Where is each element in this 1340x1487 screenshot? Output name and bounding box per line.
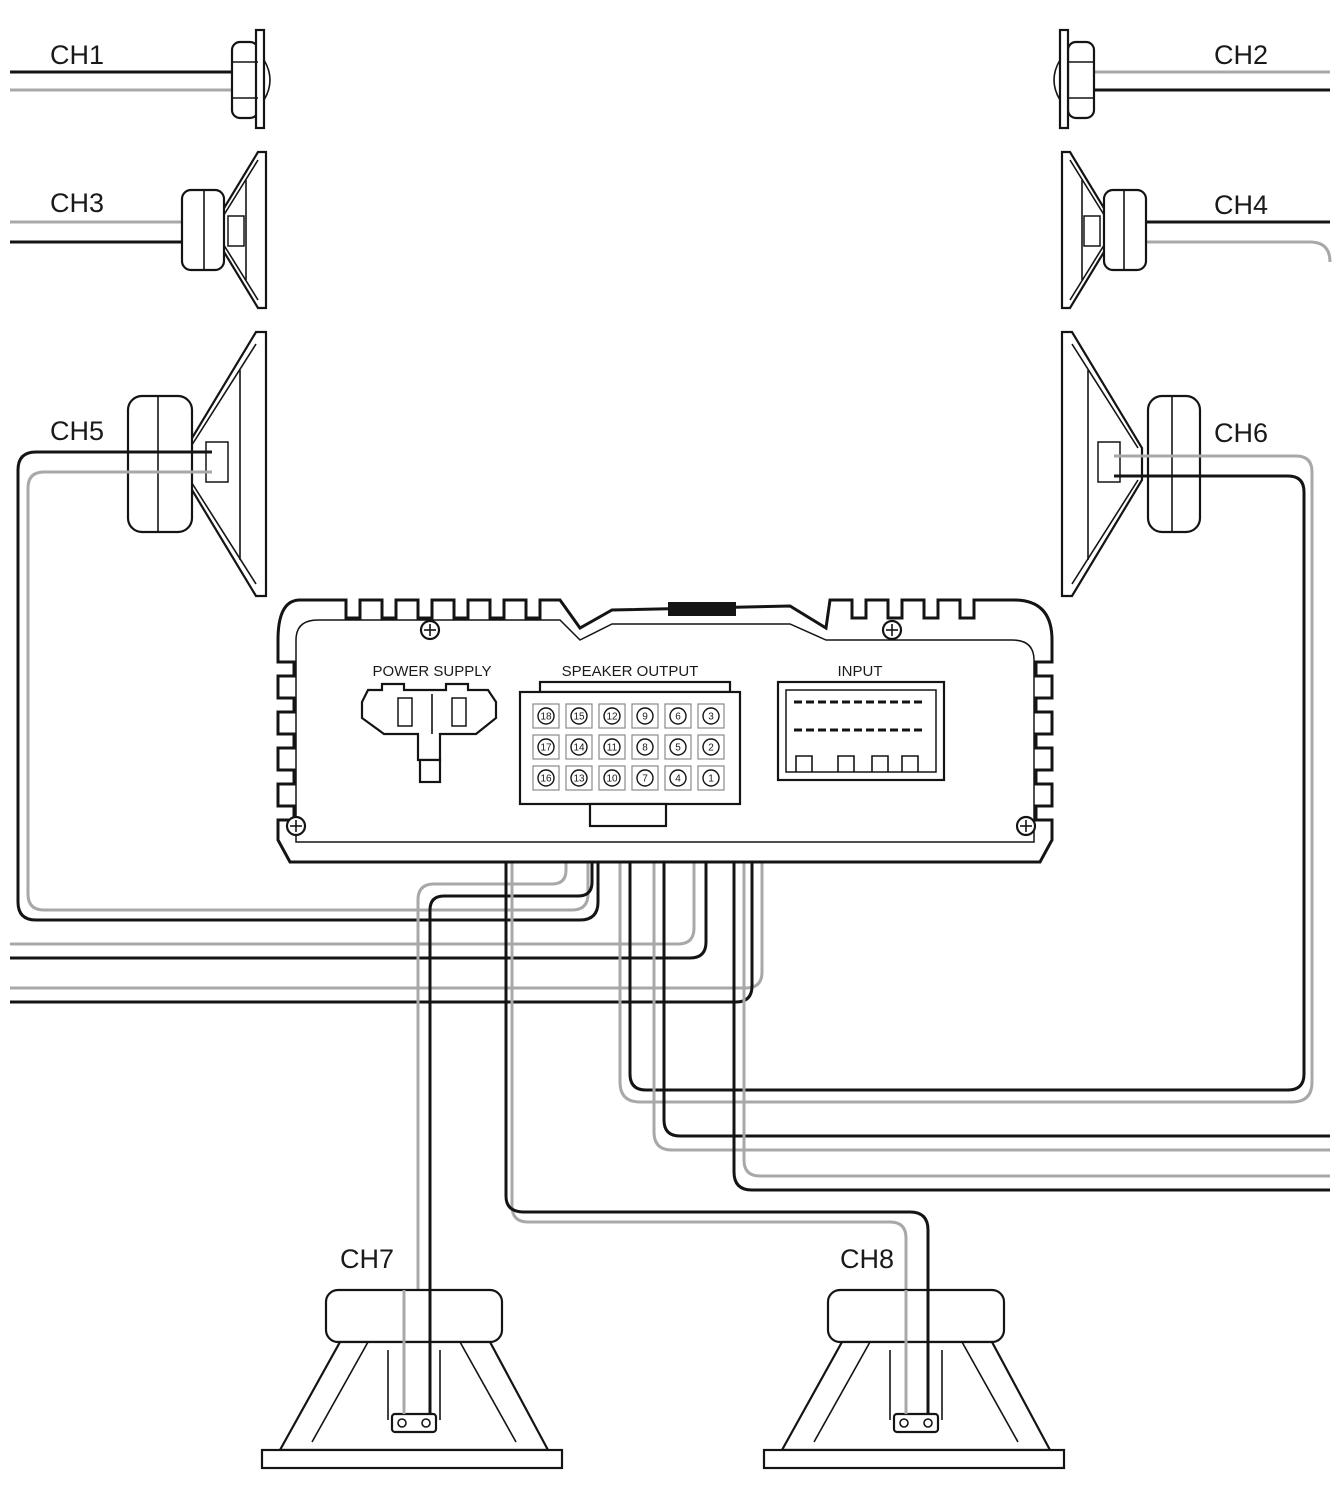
ch1-tweeter bbox=[10, 28, 271, 130]
terminal-pin bbox=[570, 738, 588, 756]
terminal-number: 16 bbox=[540, 774, 552, 785]
ch6-label: CH6 bbox=[1214, 418, 1268, 448]
terminal-pin bbox=[537, 769, 555, 787]
terminal-pin bbox=[636, 707, 654, 725]
terminal-number: 18 bbox=[540, 712, 552, 723]
terminal-number: 11 bbox=[607, 743, 618, 754]
ch3-label: CH3 bbox=[50, 188, 104, 218]
terminal-number: 14 bbox=[573, 743, 585, 754]
terminal-pin bbox=[669, 738, 687, 756]
terminal-pin bbox=[669, 707, 687, 725]
ch4-label: CH4 bbox=[1214, 190, 1268, 220]
subwoofer-leads bbox=[402, 1290, 930, 1414]
terminal-pin bbox=[570, 707, 588, 725]
terminal-number: 12 bbox=[606, 712, 618, 723]
terminal-number: 6 bbox=[675, 712, 681, 723]
terminal-pin bbox=[702, 769, 720, 787]
terminal-pin bbox=[702, 738, 720, 756]
screw-icon bbox=[1015, 815, 1037, 837]
terminal-pin bbox=[537, 738, 555, 756]
terminal-number: 4 bbox=[675, 774, 681, 785]
ch5-label: CH5 bbox=[50, 416, 104, 446]
ch6-speaker bbox=[1060, 330, 1202, 598]
screw-icon bbox=[419, 619, 441, 641]
power-supply-label: POWER SUPPLY bbox=[373, 663, 492, 680]
terminal-number: 7 bbox=[642, 774, 648, 785]
ch3-speaker bbox=[10, 150, 268, 310]
ch7-label: CH7 bbox=[340, 1244, 394, 1274]
input-connector bbox=[776, 680, 946, 782]
ch2-label: CH2 bbox=[1214, 40, 1268, 70]
terminal-pin bbox=[603, 707, 621, 725]
ch2-tweeter bbox=[1053, 28, 1330, 130]
speaker-output-terminals: 18 15 12 9 6 3 17 14 11 8 5 2 16 13 10 7 4 1 bbox=[532, 703, 725, 791]
ch8-subwoofer bbox=[762, 1288, 1066, 1470]
ch7-subwoofer bbox=[260, 1288, 564, 1470]
terminal-pin bbox=[537, 707, 555, 725]
terminal-pin bbox=[702, 707, 720, 725]
speaker-wires bbox=[10, 450, 1330, 1384]
terminal-number: 13 bbox=[573, 774, 585, 785]
terminal-number: 8 bbox=[642, 743, 648, 754]
ch8-label: CH8 bbox=[840, 1244, 894, 1274]
terminal-number: 9 bbox=[642, 712, 648, 723]
screw-icon bbox=[285, 815, 307, 837]
ch4-speaker bbox=[1060, 150, 1332, 310]
terminal-number: 3 bbox=[708, 712, 714, 723]
terminal-number: 15 bbox=[573, 712, 585, 723]
terminal-pin bbox=[636, 738, 654, 756]
terminal-number: 17 bbox=[540, 743, 552, 754]
amplifier: POWER SUPPLY SPEAKER OUTPUT INPUT bbox=[276, 598, 1054, 864]
terminal-number: 1 bbox=[708, 774, 714, 785]
terminal-pin bbox=[636, 769, 654, 787]
amplifier-badge bbox=[668, 602, 736, 616]
terminal-number: 2 bbox=[708, 743, 714, 754]
terminal-pin bbox=[603, 769, 621, 787]
terminal-pin bbox=[570, 769, 588, 787]
terminal-pin bbox=[603, 738, 621, 756]
terminal-number: 5 bbox=[675, 743, 681, 754]
terminal-pin bbox=[669, 769, 687, 787]
speaker-output-label: SPEAKER OUTPUT bbox=[562, 663, 699, 680]
terminal-number: 10 bbox=[606, 774, 618, 785]
input-label: INPUT bbox=[838, 663, 883, 680]
ch5-speaker bbox=[126, 330, 268, 598]
ch1-label: CH1 bbox=[50, 40, 104, 70]
screw-icon bbox=[881, 619, 903, 641]
power-supply-connector bbox=[360, 682, 498, 784]
